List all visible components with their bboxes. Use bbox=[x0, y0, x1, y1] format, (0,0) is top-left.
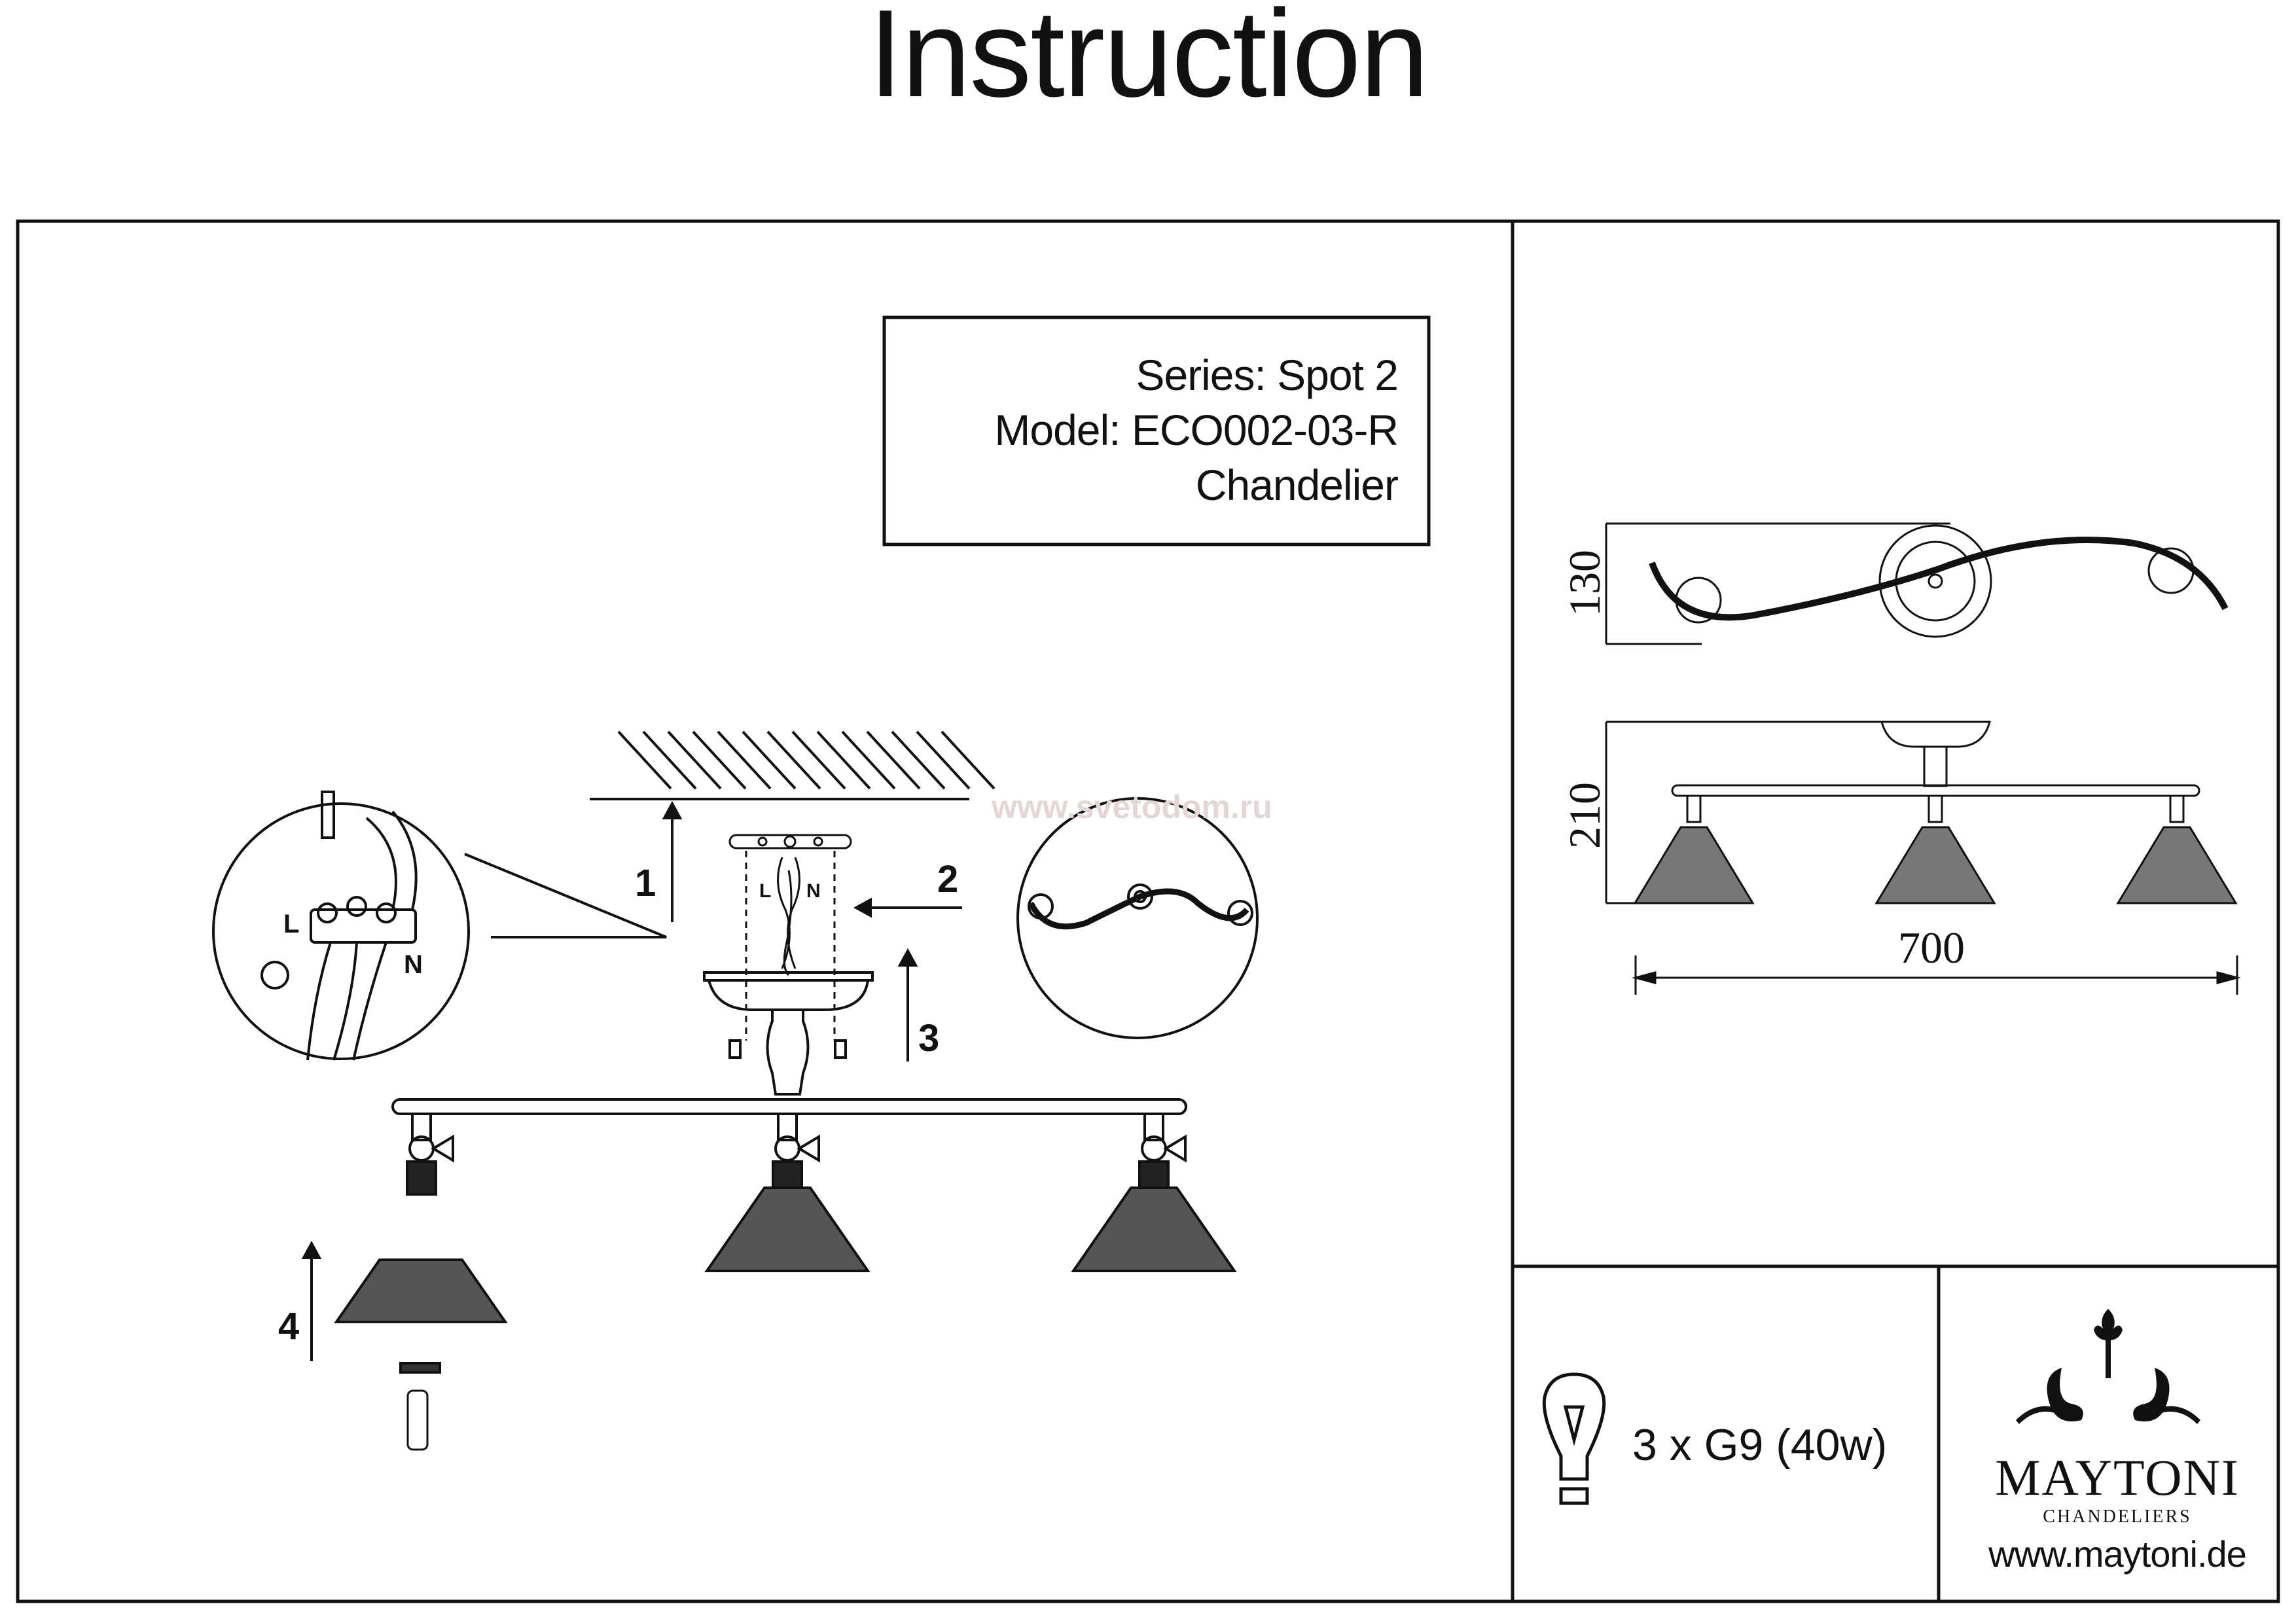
spot-wing-nut bbox=[797, 1134, 820, 1163]
arrow-step-4 bbox=[301, 1240, 322, 1361]
hatch-line bbox=[692, 730, 747, 790]
side-view-drawing bbox=[1605, 721, 2241, 995]
arrow-step-2 bbox=[853, 897, 962, 918]
hatch-line bbox=[916, 730, 971, 790]
side-spot-shade bbox=[1633, 826, 1755, 904]
side-spot-shade bbox=[1874, 826, 1996, 904]
step-1-label: 1 bbox=[635, 862, 656, 904]
hatch-line bbox=[791, 730, 846, 790]
top-view-drawing bbox=[1605, 522, 2229, 645]
side-spot-stem bbox=[1928, 794, 1943, 823]
page-title: Instruction bbox=[868, 0, 1429, 123]
chandelier-bar bbox=[391, 1098, 1187, 1115]
spot-stem bbox=[411, 1113, 432, 1141]
hatch-line bbox=[766, 730, 821, 790]
dimension-height: 210 bbox=[1560, 782, 1609, 849]
hatch-line bbox=[941, 730, 996, 790]
ceiling-hatch bbox=[590, 730, 996, 800]
side-spot-stem bbox=[1686, 794, 1702, 823]
arrow-step-1 bbox=[662, 800, 683, 922]
spot-socket bbox=[406, 1160, 437, 1196]
brand-name: MAYTONI bbox=[1995, 1449, 2240, 1506]
model-label: Model: ECO002-03-R bbox=[994, 406, 1399, 454]
step-4-label: 4 bbox=[278, 1305, 300, 1347]
side-spot-shade bbox=[2116, 826, 2238, 904]
hatch-line bbox=[841, 730, 896, 790]
bulb-spec: 3 x G9 (40w) bbox=[1632, 1420, 1888, 1470]
wire-neutral-label: N bbox=[404, 950, 423, 979]
hatch-line bbox=[642, 730, 697, 790]
hatch-line bbox=[667, 730, 722, 790]
dimension-width: 700 bbox=[1898, 923, 1965, 972]
wire-live-label: L bbox=[283, 910, 300, 938]
canopy bbox=[703, 971, 874, 1096]
page-frame bbox=[16, 219, 2280, 1603]
dimension-depth: 130 bbox=[1560, 550, 1609, 616]
maytoni-logo-ornament bbox=[2016, 1309, 2200, 1424]
plate-live-label: L bbox=[759, 880, 772, 902]
brand-subtitle: CHANDELIERS bbox=[2043, 1507, 2192, 1527]
step-3-label: 3 bbox=[918, 1017, 940, 1060]
hatch-line bbox=[866, 730, 921, 790]
series-label: Series: Spot 2 bbox=[1136, 351, 1399, 399]
info-box bbox=[882, 315, 1431, 546]
plate-neutral-label: N bbox=[806, 880, 821, 902]
step-2-label: 2 bbox=[937, 858, 959, 901]
spot-stem bbox=[1143, 1113, 1164, 1141]
product-type-label: Chandelier bbox=[1195, 461, 1399, 509]
top-view-detail bbox=[1016, 797, 1259, 1039]
side-spot-stem bbox=[2169, 794, 2185, 823]
spot-stem bbox=[777, 1113, 798, 1141]
wiring-detail bbox=[212, 791, 667, 1061]
hatch-line bbox=[617, 730, 672, 790]
hatch-line bbox=[742, 730, 797, 790]
light-bulb-icon bbox=[1542, 1372, 1606, 1505]
hatch-line bbox=[816, 730, 871, 790]
spot-wing-nut bbox=[431, 1134, 454, 1163]
hatch-line bbox=[717, 730, 772, 790]
detached-shade bbox=[334, 1258, 508, 1451]
arrow-step-3 bbox=[897, 948, 918, 1061]
spot-lights bbox=[406, 1113, 1237, 1272]
spot-shade bbox=[704, 1186, 870, 1272]
hatch-line bbox=[891, 730, 946, 790]
spot-shade bbox=[1071, 1186, 1237, 1272]
watermark: www.svetodom.ru bbox=[992, 789, 1272, 825]
spot-wing-nut bbox=[1163, 1134, 1187, 1163]
brand-website: www.maytoni.de bbox=[1988, 1533, 2247, 1575]
